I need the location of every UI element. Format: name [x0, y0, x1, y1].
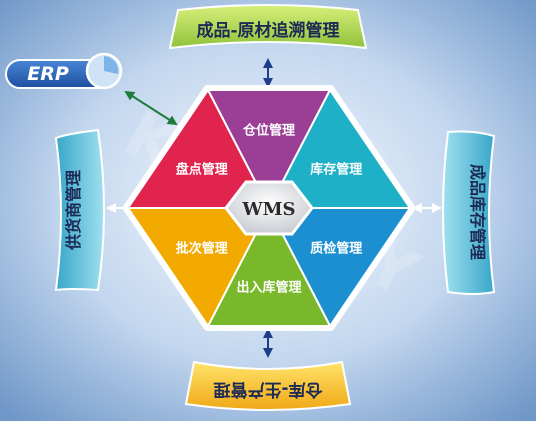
top-banner: 成品-原材追溯管理: [168, 4, 368, 50]
segment-label-stocktaking: 盘点管理: [176, 162, 228, 178]
bottom-banner-label: 仓库-生产管理: [213, 379, 323, 400]
top-banner-label: 成品-原材追溯管理: [196, 20, 339, 41]
bottom-banner: 仓库-生产管理: [184, 360, 352, 411]
segment-label-batch: 批次管理: [176, 240, 228, 256]
hexagon-segment-labels: 仓位管理 库存管理 质检管理 出入库管理 批次管理 盘点管理: [176, 122, 363, 295]
right-banner-label: 成品库存管理: [468, 164, 487, 260]
erp-badge: ERP: [5, 52, 123, 90]
segment-label-inventory: 库存管理: [310, 162, 362, 178]
center-hub: [224, 180, 314, 236]
center-label: WMS: [241, 199, 295, 220]
erp-arrow: [124, 90, 178, 126]
left-banner-label: 供货商管理: [64, 170, 83, 251]
hexagon-segments: [126, 88, 412, 328]
segment-stocktaking: [126, 88, 271, 209]
left-banner: 供货商管理: [54, 128, 105, 292]
right-banner: 成品库存管理: [442, 130, 496, 295]
wms-hexagon: 仓位管理 库存管理 质检管理 出入库管理 批次管理 盘点管理 WMS: [123, 85, 415, 331]
erp-label: ERP: [27, 63, 69, 85]
segment-label-in-out: 出入库管理: [236, 280, 301, 296]
segment-label-storage-location: 仓位管理: [242, 122, 295, 138]
segment-label-quality-check: 质检管理: [310, 240, 362, 256]
